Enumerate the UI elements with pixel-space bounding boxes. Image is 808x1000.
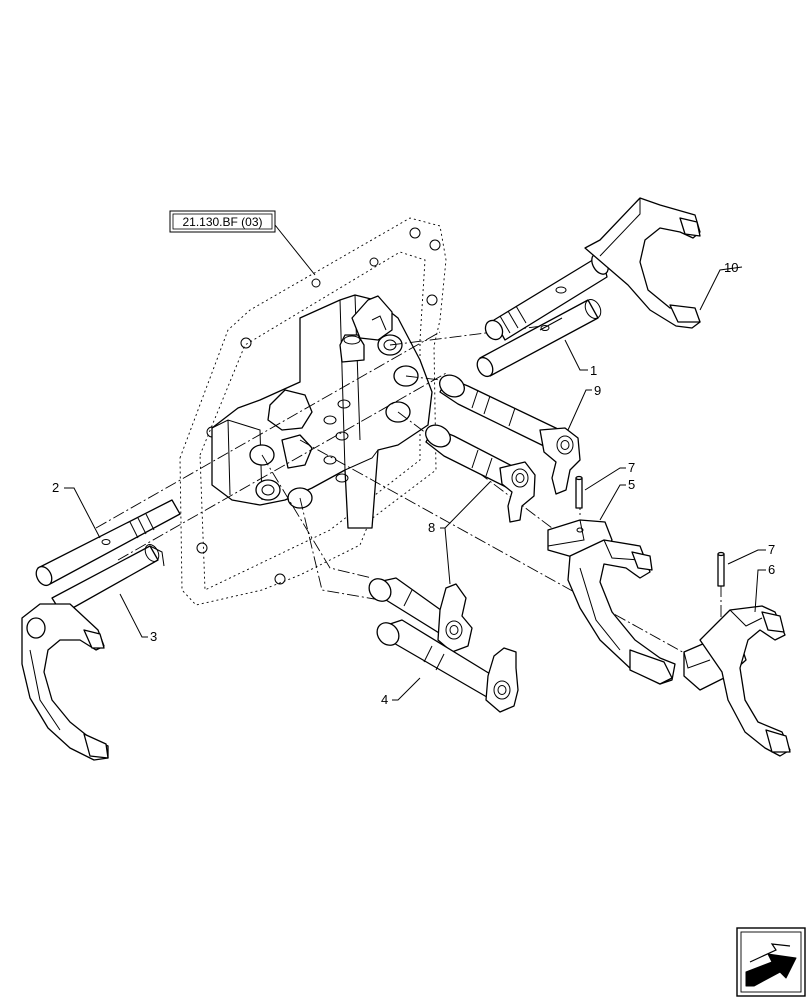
callout-7b: 7 xyxy=(768,542,775,557)
next-page-arrow-icon[interactable] xyxy=(736,927,806,997)
part-7-pins xyxy=(575,475,725,587)
part-6-fork xyxy=(683,605,791,757)
part-8-shifter-shaft-lower xyxy=(368,577,473,653)
leader-lines xyxy=(64,224,766,701)
reference-label: 21.130.BF (03) xyxy=(182,215,262,229)
callout-1: 1 xyxy=(590,363,597,378)
callout-9: 9 xyxy=(594,383,601,398)
callout-8: 8 xyxy=(428,520,435,535)
callout-7a: 7 xyxy=(628,460,635,475)
reference-box[interactable]: 21.130.BF (03) xyxy=(169,210,276,233)
callout-5: 5 xyxy=(628,477,635,492)
cover-plate xyxy=(179,217,447,606)
part-3-fork-rod xyxy=(21,544,165,761)
part-10-fork-rod xyxy=(484,197,701,341)
part-4-shifter-shaft xyxy=(376,619,519,713)
callouts: 10 1 9 7 5 8 2 3 4 7 6 xyxy=(52,260,775,707)
part-9-shifter-shaft xyxy=(439,374,581,495)
callout-10: 10 xyxy=(724,260,738,275)
callout-2: 2 xyxy=(52,480,59,495)
callout-3: 3 xyxy=(150,629,157,644)
callout-6: 6 xyxy=(768,562,775,577)
part-5-fork xyxy=(547,519,676,685)
part-2-rod xyxy=(35,499,181,587)
callout-4: 4 xyxy=(381,692,388,707)
part-8-shifter-shaft-upper xyxy=(425,424,536,523)
part-1-rod xyxy=(476,299,602,378)
